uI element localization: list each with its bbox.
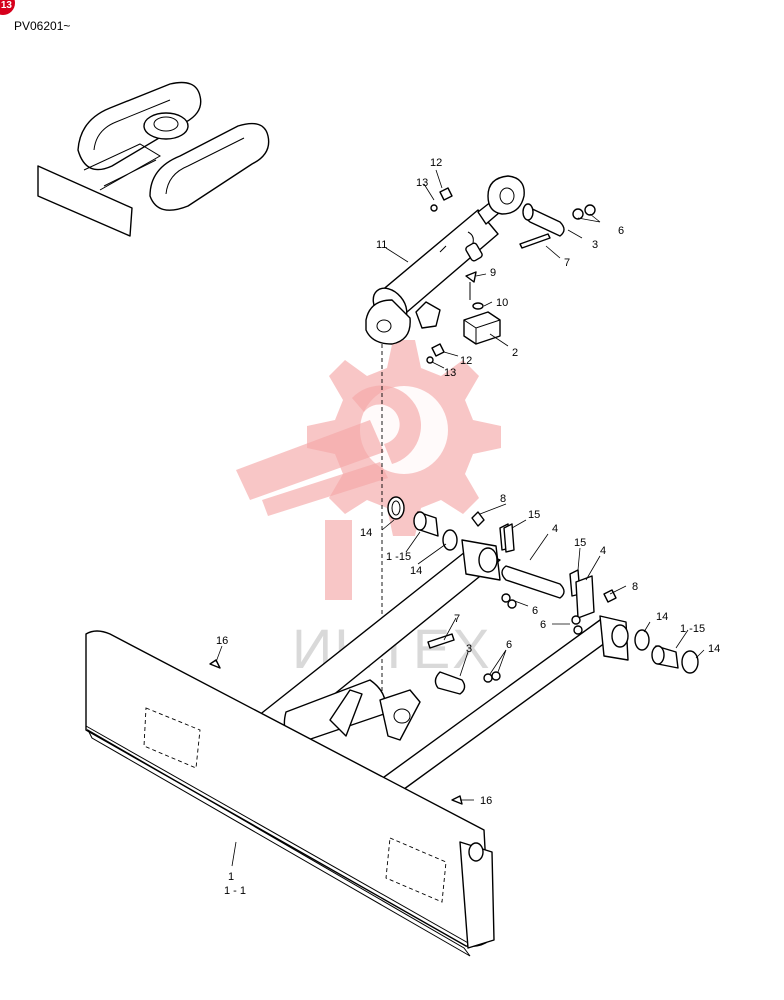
machine-overview-thumbnail (37, 81, 270, 237)
callout-4-left: 4 (552, 523, 558, 535)
callout-3-top: 3 (592, 239, 598, 251)
callout-1: 1 (228, 871, 234, 883)
callout-9: 9 (490, 267, 496, 279)
callout-6-bottom: 6 (506, 639, 512, 651)
leader-lines (215, 169, 705, 867)
callout-14-d: 14 (708, 643, 720, 655)
callout-16-bottom: 16 (480, 795, 492, 807)
watermark-gear-icon (236, 340, 501, 600)
callout-15-right: 15 (574, 537, 586, 549)
callout-7-bottom: 7 (454, 613, 460, 625)
dozer-blade (85, 630, 495, 957)
callout-2: 2 (512, 347, 518, 359)
callout-labels: 12 13 11 6 3 7 9 10 2 12 13 8 15 4 14 1 … (216, 157, 720, 897)
callout-12-bottom: 12 (460, 355, 472, 367)
callout-13-top: 13 (416, 177, 428, 189)
cylinder-bracket (426, 271, 501, 364)
callout-1-15-left: 1 -15 (386, 551, 411, 563)
callout-13-bottom: 13 (444, 367, 456, 379)
upper-pin-set (430, 187, 596, 249)
callout-14-b: 14 (410, 565, 422, 577)
callout-11: 11 (376, 239, 387, 251)
callout-4-right: 4 (600, 545, 606, 557)
callout-10: 10 (496, 297, 508, 309)
callout-1-1: 1 - 1 (224, 885, 246, 897)
callout-7-top: 7 (564, 257, 570, 269)
callout-6-mid-right: 6 (540, 619, 546, 631)
right-bushing-set (569, 569, 699, 674)
callout-6-top: 6 (618, 225, 624, 237)
callout-14-c: 14 (656, 611, 668, 623)
callout-15-left: 15 (528, 509, 540, 521)
callout-16-top: 16 (216, 635, 228, 647)
callout-8-right: 8 (632, 581, 638, 593)
serial-range: PV06201~ (14, 19, 71, 33)
callout-8-left: 8 (500, 493, 506, 505)
callout-14-a: 14 (360, 527, 372, 539)
page-badge: 13 (0, 0, 15, 15)
callout-1-15-right: 1 -15 (680, 623, 705, 635)
blade-cylinder (365, 175, 525, 345)
callout-3-bottom: 3 (466, 643, 472, 655)
callout-12-top: 12 (430, 157, 442, 169)
callout-6-mid-left: 6 (532, 605, 538, 617)
